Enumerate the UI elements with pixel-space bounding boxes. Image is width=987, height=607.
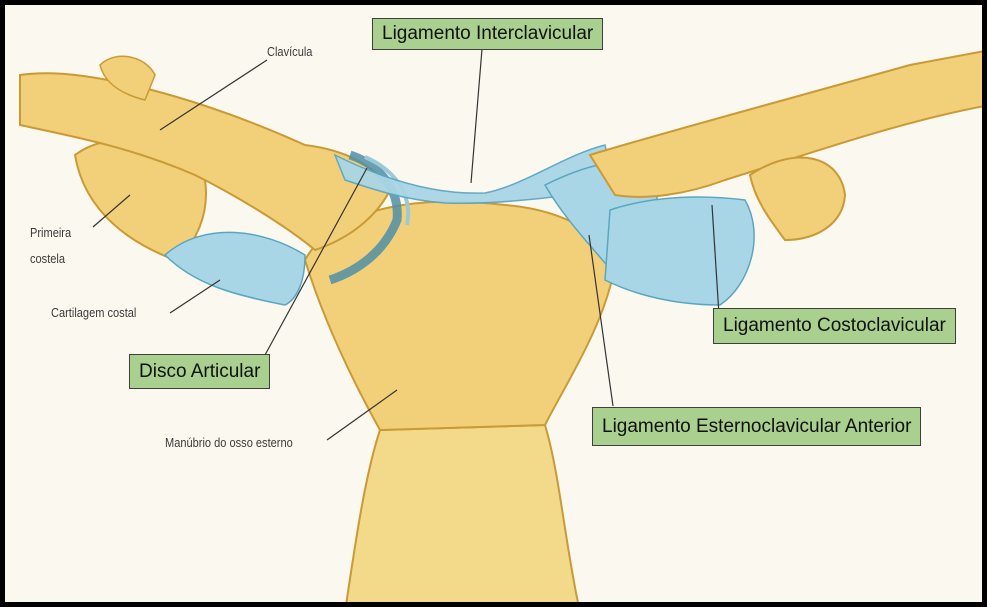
callout-interclavicular: Ligamento Interclavicular: [372, 18, 603, 50]
left-costal-cartilage: [165, 232, 305, 305]
costoclavicular-ligament: [605, 197, 754, 305]
callout-disco-articular: Disco Articular: [129, 354, 270, 389]
label-primeira-costela-line2: costela: [30, 251, 65, 267]
anatomy-illustration: [5, 5, 987, 607]
label-primeira-costela-line1: Primeira: [30, 225, 71, 241]
label-cartilagem-costal: Cartilagem costal: [51, 305, 136, 321]
callout-costoclavicular: Ligamento Costoclavicular: [713, 308, 956, 344]
label-manubrio: Manúbrio do osso esterno: [165, 435, 293, 451]
sternum-body: [345, 425, 580, 607]
label-clavicula: Clavícula: [267, 44, 312, 60]
right-first-rib: [750, 158, 845, 240]
callout-esternoclavicular-anterior: Ligamento Esternoclavicular Anterior: [592, 407, 921, 446]
manubrium: [305, 202, 615, 430]
